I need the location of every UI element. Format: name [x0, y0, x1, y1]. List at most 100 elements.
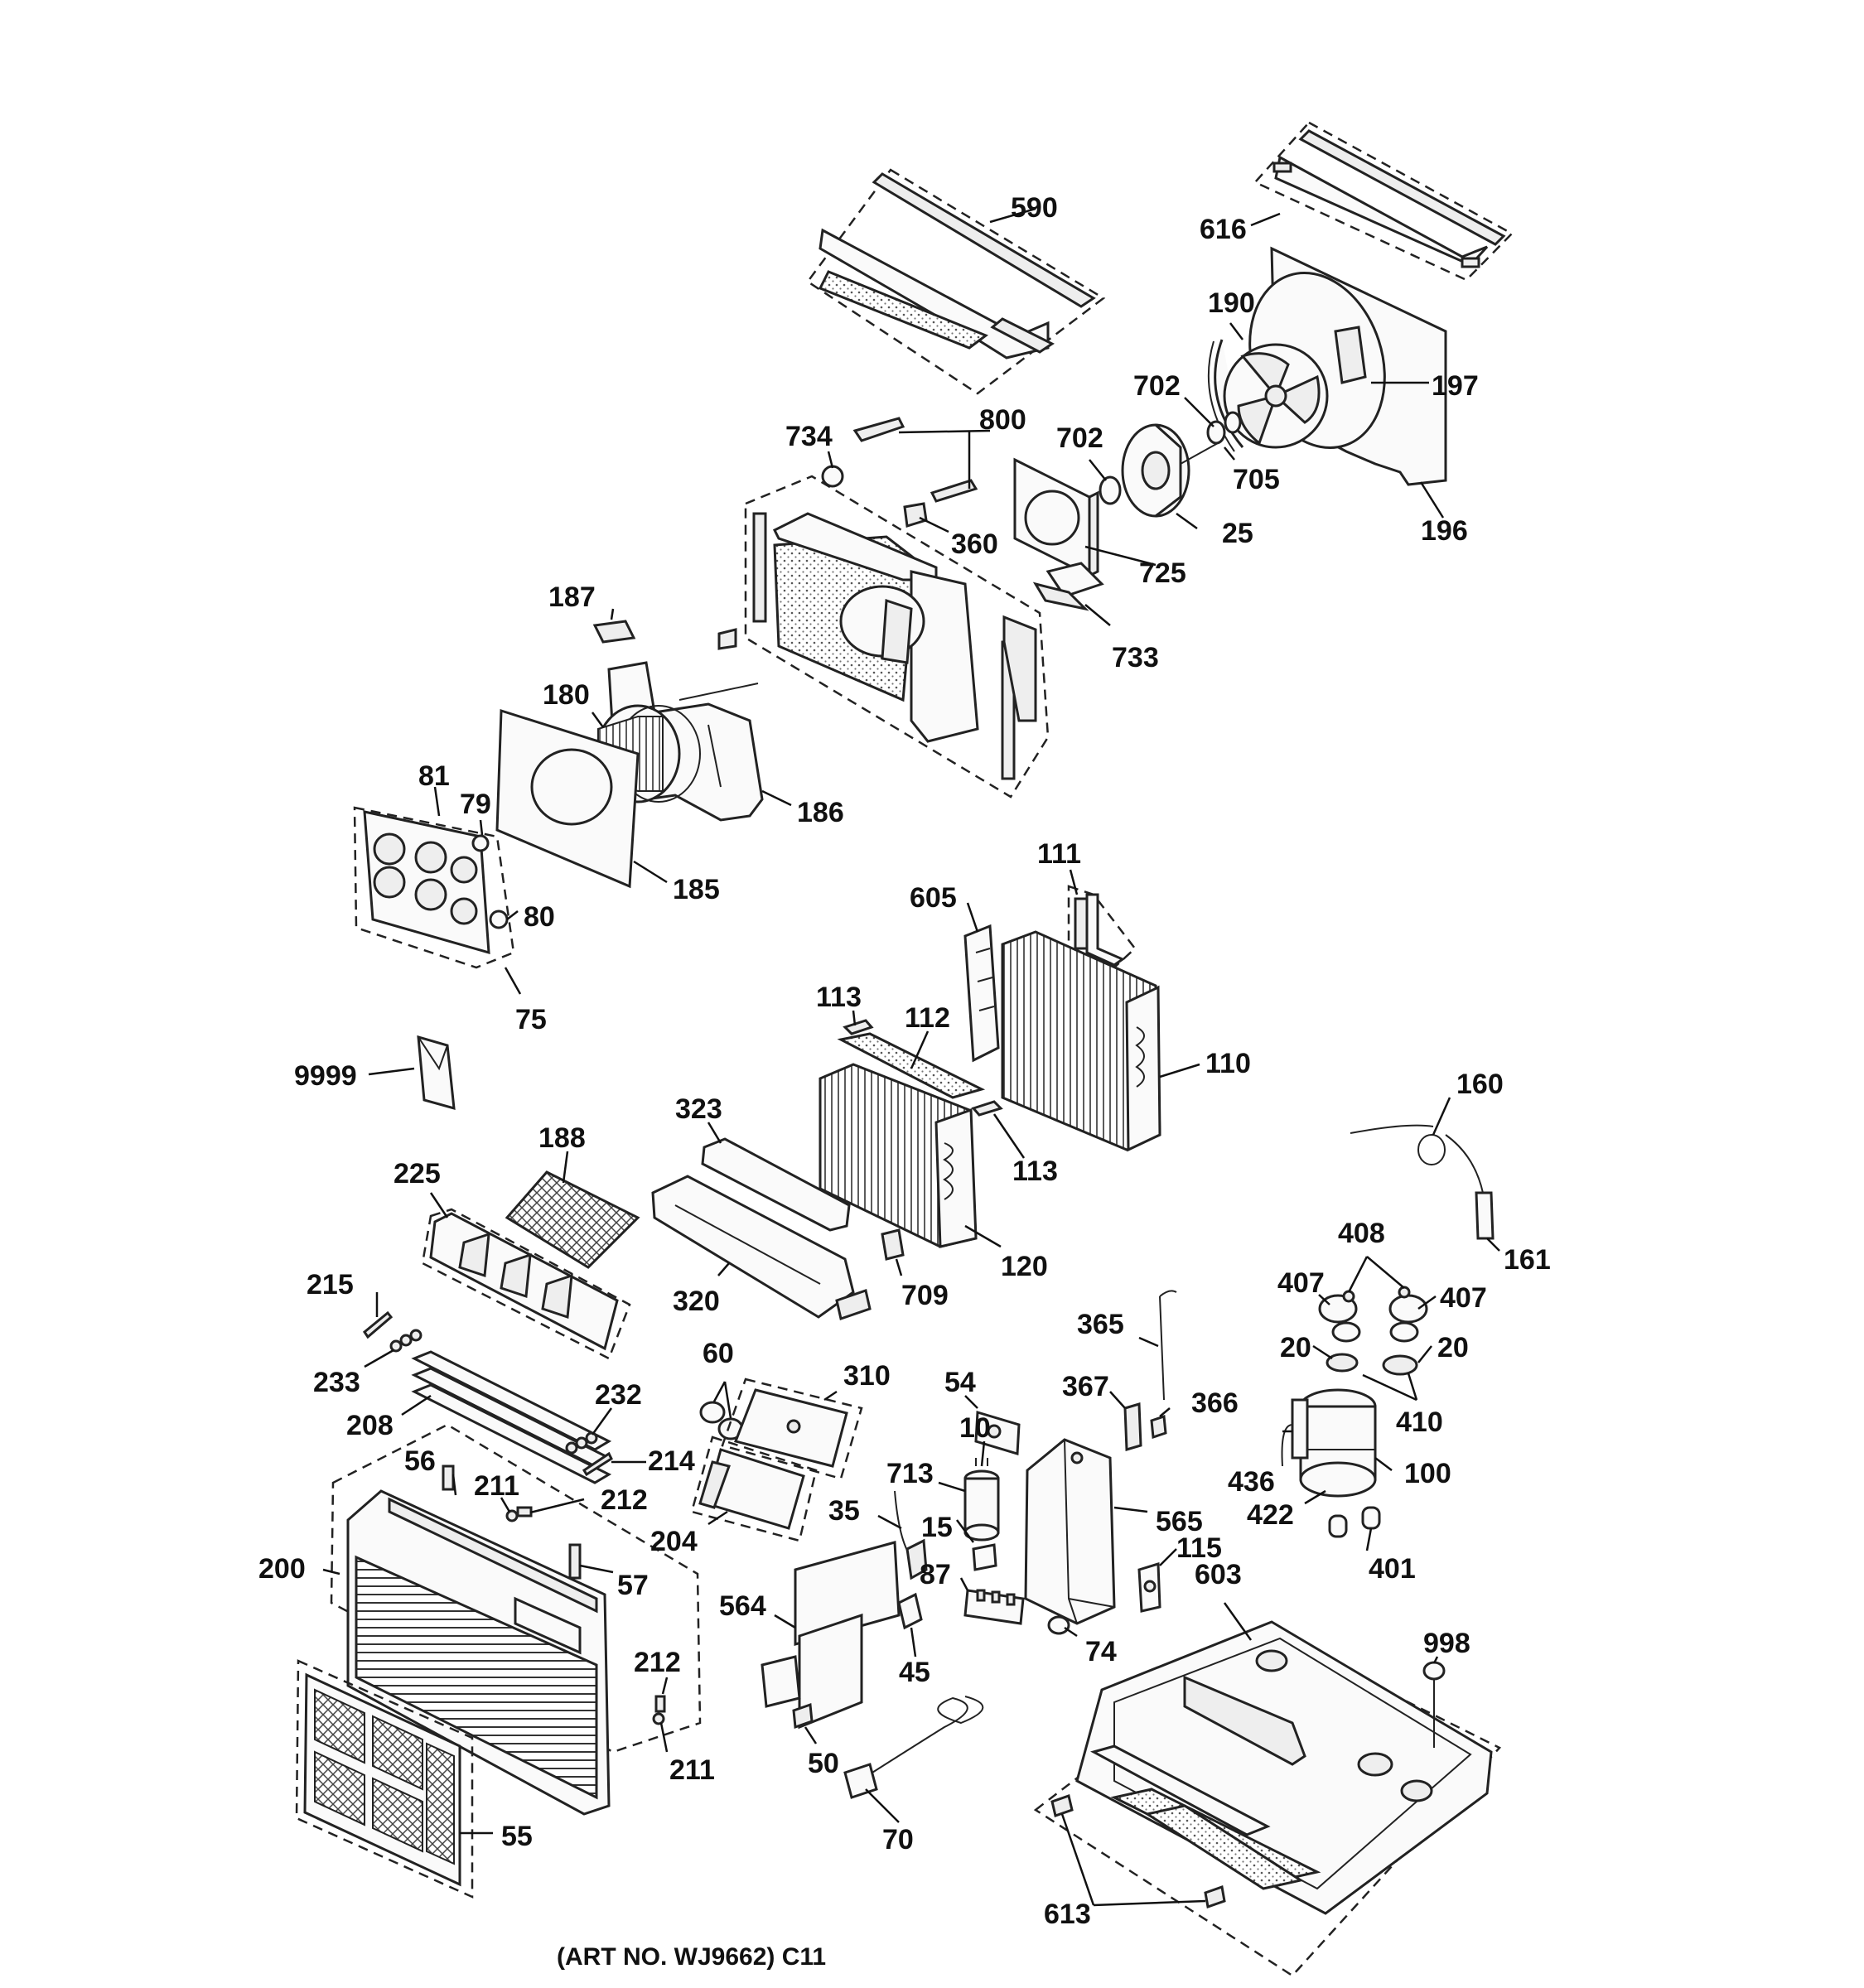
part-564-control-box: [761, 1541, 901, 1730]
part-225-louver-assembly: [421, 1208, 631, 1360]
callout-200: 200: [258, 1553, 306, 1585]
callout-110: 110: [1205, 1048, 1251, 1079]
callout-310: 310: [843, 1360, 891, 1392]
callout-187: 187: [548, 581, 596, 613]
callout-401: 401: [1369, 1553, 1416, 1585]
callout-998: 998: [1423, 1628, 1470, 1659]
callout-367: 367: [1062, 1371, 1109, 1402]
callout-366: 366: [1191, 1387, 1239, 1419]
callout-113: 113: [816, 982, 862, 1013]
part-74-grommet: [1047, 1615, 1070, 1635]
part-113-seal-top: [843, 1019, 874, 1035]
part-215-rod: [362, 1310, 394, 1339]
callout-320: 320: [673, 1286, 720, 1317]
part-113-seal-bottom: [971, 1100, 1003, 1117]
callout-100: 100: [1404, 1458, 1451, 1489]
callout-605: 605: [910, 882, 957, 914]
callout-365: 365: [1077, 1309, 1124, 1340]
part-100-compressor: [1299, 1388, 1377, 1498]
part-320-drain-pan: [651, 1175, 872, 1320]
callout-211: 211: [669, 1754, 715, 1786]
callout-15: 15: [921, 1512, 953, 1543]
callout-613: 613: [1044, 1899, 1091, 1930]
part-725-motor-bracket: [1013, 457, 1099, 578]
callout-709: 709: [901, 1280, 949, 1311]
callout-labels: 590 616 190 197 702 702 705 734 800 360 …: [258, 192, 1551, 1930]
callout-20: 20: [1437, 1332, 1469, 1363]
part-70-power-cord: [843, 1696, 984, 1799]
callout-212: 212: [601, 1484, 648, 1516]
part-35-wire-harness: [894, 1490, 928, 1580]
callout-188: 188: [538, 1122, 586, 1154]
callout-407: 407: [1277, 1267, 1325, 1299]
part-709-clip: [881, 1228, 905, 1261]
part-407-408-20-410-fittings: [1318, 1286, 1428, 1376]
callout-208: 208: [346, 1410, 394, 1441]
part-733-bracket: [1032, 562, 1104, 611]
part-15-relay: [972, 1543, 997, 1571]
callout-54: 54: [944, 1367, 976, 1398]
callout-212: 212: [634, 1647, 681, 1678]
callout-45: 45: [899, 1657, 930, 1688]
callout-211: 211: [474, 1470, 519, 1502]
callout-436: 436: [1228, 1466, 1275, 1498]
part-436-accumulator: [1281, 1398, 1309, 1467]
callout-705: 705: [1233, 464, 1280, 495]
part-204-control-cover: [690, 1436, 818, 1542]
part-323-drain-channel: [701, 1137, 851, 1232]
callout-57: 57: [617, 1570, 649, 1601]
callout-35: 35: [828, 1495, 860, 1527]
part-190-fan-blade: [1207, 339, 1329, 452]
part-590-top-cover-group: [806, 168, 1106, 395]
callout-410: 410: [1396, 1407, 1443, 1438]
callout-115: 115: [1176, 1532, 1222, 1564]
part-188-filter-screen: [505, 1170, 640, 1269]
part-54-terminal-board: [974, 1411, 1021, 1455]
part-185-orifice-plate: [495, 708, 640, 889]
callout-79: 79: [460, 789, 491, 820]
callout-616: 616: [1200, 214, 1247, 245]
part-75-control-board: [353, 806, 515, 969]
part-214-rod: [582, 1451, 613, 1477]
callout-197: 197: [1432, 370, 1479, 402]
part-211-212-screws-top: [505, 1506, 533, 1522]
callout-190: 190: [1208, 287, 1255, 319]
callout-233: 233: [313, 1367, 360, 1398]
callout-20: 20: [1280, 1332, 1311, 1363]
callout-734: 734: [785, 421, 833, 452]
part-232-clips: [565, 1431, 598, 1455]
part-613-clips: [1050, 1794, 1226, 1908]
callout-160: 160: [1456, 1069, 1504, 1100]
part-110-condenser-coil: [1001, 930, 1161, 1152]
callout-408: 408: [1338, 1218, 1385, 1249]
part-366-clip: [1150, 1414, 1167, 1440]
callout-112: 112: [905, 1002, 950, 1034]
callout-215: 215: [307, 1269, 354, 1300]
callout-161: 161: [1504, 1244, 1551, 1276]
part-367-bracket: [1123, 1402, 1142, 1451]
callout-204: 204: [650, 1526, 698, 1557]
callout-407: 407: [1440, 1282, 1487, 1314]
part-bulkhead-assembly: [717, 417, 1050, 799]
callout-702: 702: [1056, 422, 1103, 454]
callout-733: 733: [1112, 642, 1159, 673]
callout-564: 564: [719, 1590, 766, 1622]
part-365-thermostat-bulb: [1159, 1290, 1177, 1401]
callout-113: 113: [1012, 1156, 1058, 1187]
part-616-rear-top-panel-group: [1253, 121, 1514, 282]
callout-185: 185: [673, 874, 720, 905]
callout-56: 56: [404, 1445, 436, 1477]
callout-70: 70: [882, 1824, 914, 1855]
part-111-bracket: [1067, 885, 1137, 969]
part-160-161-sensor-wire: [1350, 1124, 1495, 1240]
callout-713: 713: [886, 1458, 934, 1489]
part-10-713-capacitor: [963, 1458, 1000, 1542]
callout-50: 50: [808, 1748, 839, 1779]
part-45-switch: [897, 1592, 923, 1630]
part-603-base-pan: [1033, 1620, 1502, 1977]
callout-74: 74: [1085, 1636, 1117, 1667]
callout-225: 225: [394, 1158, 441, 1189]
callout-422: 422: [1247, 1499, 1294, 1531]
callout-25: 25: [1222, 518, 1253, 549]
